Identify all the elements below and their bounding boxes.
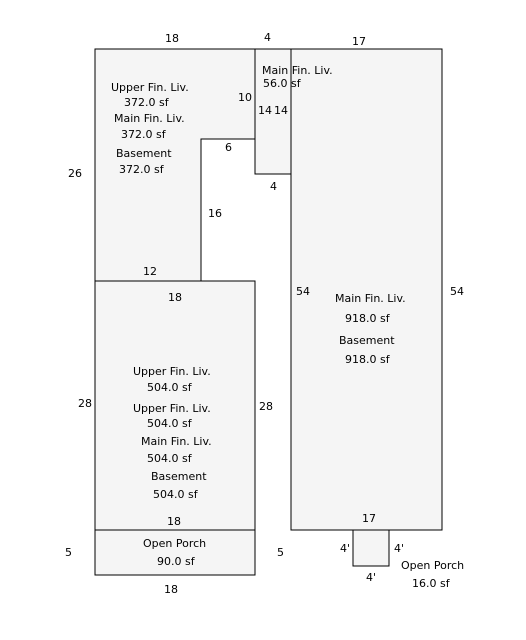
dim-left-upper-height: 26	[68, 167, 82, 180]
dim-porch-right-height: 5	[277, 546, 284, 559]
dim-lower-left-height: 28	[78, 397, 92, 410]
lower-left-line-4: 504.0 sf	[147, 417, 193, 430]
dim-small-bottom: 4	[270, 180, 277, 193]
small-main-line-1: Main Fin. Liv.	[262, 64, 333, 77]
lower-left-line-6: 504.0 sf	[147, 452, 193, 465]
dim-small-inner-right: 14	[274, 104, 288, 117]
area-small-main	[254, 48, 292, 175]
porch-left-line-1: Open Porch	[143, 537, 206, 550]
small-main-line-2: 56.0 sf	[263, 77, 302, 90]
right-main-line-3: Basement	[339, 334, 395, 347]
upper-left-line-4: 372.0 sf	[121, 128, 167, 141]
porch-right-line-2: 16.0 sf	[412, 577, 451, 590]
dim-top-small-width: 4	[264, 31, 271, 44]
porch-right-line-1: Open Porch	[401, 559, 464, 572]
dim-right-outer-height: 54	[450, 285, 464, 298]
lower-left-line-1: Upper Fin. Liv.	[133, 365, 211, 378]
dim-small-inner-left: 14	[258, 104, 272, 117]
dim-notch-height: 16	[208, 207, 222, 220]
dim-notch-bottom: 12	[143, 265, 157, 278]
area-right-main	[290, 48, 443, 531]
dim-right-inner-height: 54	[296, 285, 310, 298]
dim-small-porch-left: 4'	[340, 542, 350, 555]
upper-left-line-3: Main Fin. Liv.	[114, 112, 185, 125]
lower-left-line-3: Upper Fin. Liv.	[133, 402, 211, 415]
lower-left-line-2: 504.0 sf	[147, 381, 193, 394]
dim-lower-top-width: 18	[168, 291, 182, 304]
dim-porch-bottom-width: 18	[164, 583, 178, 596]
dim-small-left-height: 10	[238, 91, 252, 104]
lower-left-line-8: 504.0 sf	[153, 488, 199, 501]
area-open-porch-right	[352, 529, 390, 567]
dim-small-porch-bottom: 4'	[366, 571, 376, 584]
dim-small-porch-right: 4'	[394, 542, 404, 555]
area-lower-left	[94, 280, 256, 531]
porch-left-line-2: 90.0 sf	[157, 555, 196, 568]
dim-lower-right-height: 28	[259, 400, 273, 413]
dim-right-bottom-width: 17	[362, 512, 376, 525]
right-main-line-1: Main Fin. Liv.	[335, 292, 406, 305]
dim-top-left-width: 18	[165, 32, 179, 45]
upper-left-line-1: Upper Fin. Liv.	[111, 81, 189, 94]
lower-left-line-7: Basement	[151, 470, 207, 483]
dim-porch-left-height: 5	[65, 546, 72, 559]
lower-left-line-5: Main Fin. Liv.	[141, 435, 212, 448]
right-main-line-4: 918.0 sf	[345, 353, 391, 366]
right-main-line-2: 918.0 sf	[345, 312, 391, 325]
dim-notch-width: 6	[225, 141, 232, 154]
upper-left-line-5: Basement	[116, 147, 172, 160]
dim-porch-top-width: 18	[167, 515, 181, 528]
area-open-porch-left	[94, 529, 256, 576]
upper-left-line-6: 372.0 sf	[119, 163, 165, 176]
dim-top-right-width: 17	[352, 35, 366, 48]
upper-left-line-2: 372.0 sf	[124, 96, 170, 109]
